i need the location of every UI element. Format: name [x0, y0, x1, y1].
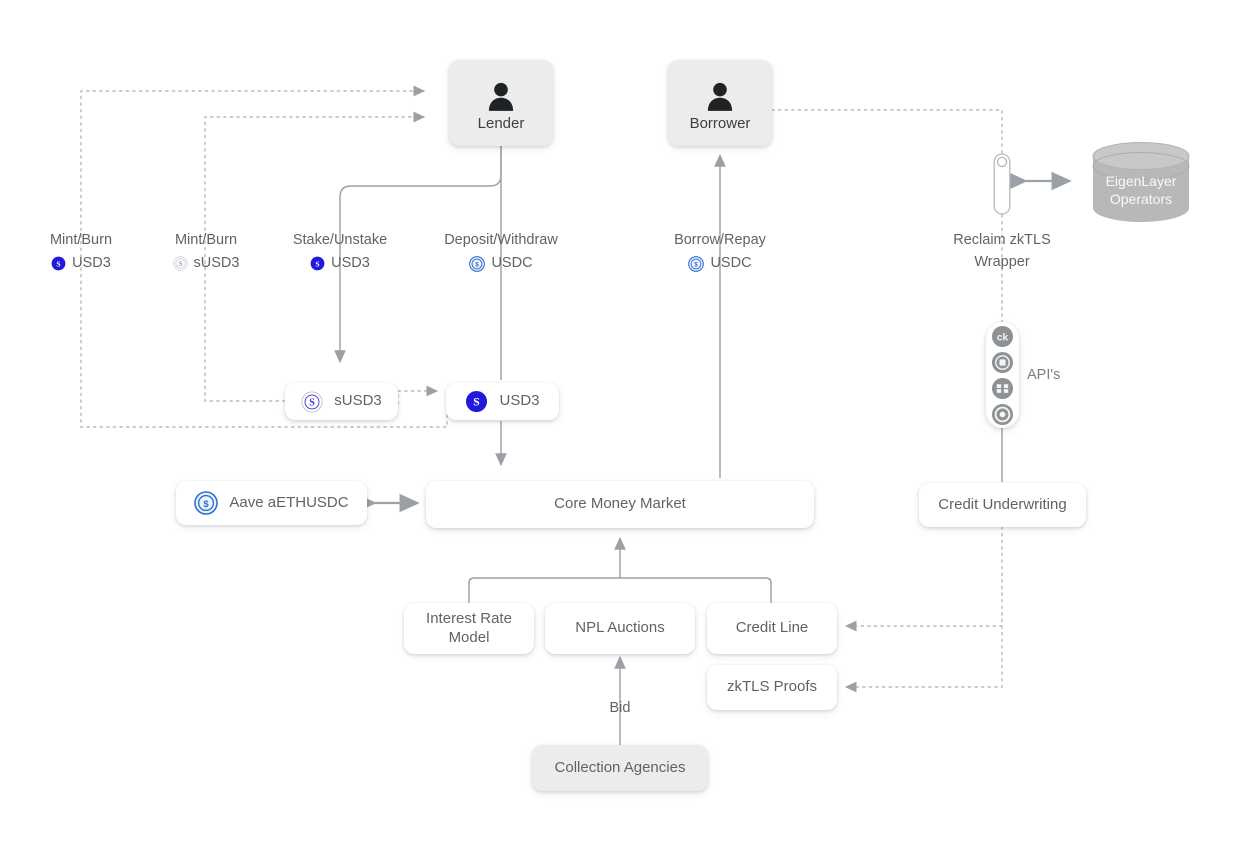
edge-label-deposit-withdraw: Deposit/Withdraw $ USDC — [444, 232, 558, 272]
usd3-token-icon: S — [51, 256, 66, 271]
reclaim-pill-icon — [993, 153, 1011, 215]
edge-label-stake-unstake: Stake/Unstake S USD3 — [292, 232, 388, 272]
svg-text:ck: ck — [997, 332, 1009, 343]
susd3-token-icon: S — [301, 390, 323, 413]
edge-label-mint-burn-usd3: Mint/Burn S USD3 — [49, 232, 113, 272]
node-susd3-token-label: sUSD3 — [334, 392, 382, 410]
person-icon — [707, 82, 733, 111]
node-zktls-proofs[interactable]: zkTLS Proofs — [707, 665, 837, 710]
node-lender-label: Lender — [477, 114, 525, 132]
node-susd3-token[interactable]: S sUSD3 — [285, 383, 398, 420]
svg-text:S: S — [57, 259, 61, 268]
person-icon — [488, 82, 514, 111]
node-npl-auctions-label: NPL Auctions — [575, 619, 665, 637]
usd3-token-icon: S — [310, 256, 325, 271]
node-collection-agencies[interactable]: Collection Agencies — [532, 745, 708, 791]
node-interest-rate-model-label: Interest Rate Model — [426, 609, 512, 646]
node-collection-agencies-label: Collection Agencies — [554, 758, 686, 776]
edge-label-bid: Bid — [609, 700, 631, 716]
grid-api-icon — [991, 377, 1014, 399]
node-reclaim-zktls-wrapper[interactable] — [991, 152, 1013, 216]
node-borrower-label: Borrower — [689, 114, 751, 132]
square-in-circle-api-icon — [991, 351, 1014, 373]
node-credit-underwriting-label: Credit Underwriting — [938, 495, 1067, 513]
node-core-money-market[interactable]: Core Money Market — [426, 481, 814, 528]
svg-text:S: S — [309, 397, 315, 408]
usdc-ring-icon: $ — [194, 491, 219, 515]
usdc-ring-icon: $ — [688, 255, 705, 272]
usd3-token-icon: S — [466, 390, 488, 413]
node-interest-rate-model[interactable]: Interest Rate Model — [404, 603, 534, 654]
node-core-money-market-label: Core Money Market — [554, 495, 686, 513]
node-credit-underwriting[interactable]: Credit Underwriting — [919, 483, 1086, 527]
node-zktls-proofs-label: zkTLS Proofs — [726, 678, 818, 696]
svg-text:S: S — [316, 259, 320, 268]
node-aave-aethusdc[interactable]: $ Aave aETHUSDC — [176, 481, 367, 525]
node-credit-line[interactable]: Credit Line — [707, 603, 837, 654]
database-cylinder-icon — [1092, 142, 1190, 222]
node-npl-auctions[interactable]: NPL Auctions — [545, 603, 695, 654]
node-borrower[interactable]: Borrower — [668, 60, 772, 146]
ck-api-icon: ck — [991, 325, 1014, 347]
node-credit-line-label: Credit Line — [735, 619, 809, 637]
node-usd3-token[interactable]: S USD3 — [446, 383, 559, 420]
edge-label-mint-burn-susd3: Mint/Burn S sUSD3 — [136, 230, 276, 274]
svg-text:$: $ — [695, 261, 699, 268]
edge-label-reclaim-zktls-wrapper: Reclaim zkTLS Wrapper — [953, 232, 1051, 270]
svg-text:$: $ — [204, 499, 210, 510]
node-eigenlayer-label: EigenLayer Operators — [1105, 173, 1177, 208]
node-aave-label: Aave aETHUSDC — [229, 493, 349, 511]
edge-label-borrow-repay: Borrow/Repay $ USDC — [674, 232, 766, 272]
dot-in-circle-api-icon — [991, 403, 1014, 425]
susd3-token-icon: S — [172, 256, 188, 271]
node-lender[interactable]: Lender — [449, 60, 553, 146]
usdc-ring-icon: $ — [469, 255, 486, 272]
wire-susd3-to-usd3 — [397, 385, 439, 405]
node-usd3-token-label: USD3 — [499, 392, 540, 410]
node-api-stack[interactable]: ck — [986, 322, 1019, 428]
wire-borrower-to-reclaim — [771, 109, 1003, 156]
node-eigenlayer-operators[interactable]: EigenLayer Operators — [1091, 142, 1191, 222]
wire-bottom-bracket — [468, 577, 772, 603]
wire-underwriting-zktls-proofs — [844, 526, 1003, 693]
api-stack-label: API's — [1027, 367, 1061, 383]
svg-text:$: $ — [476, 261, 480, 268]
svg-text:S: S — [178, 261, 182, 268]
svg-text:S: S — [474, 397, 480, 409]
